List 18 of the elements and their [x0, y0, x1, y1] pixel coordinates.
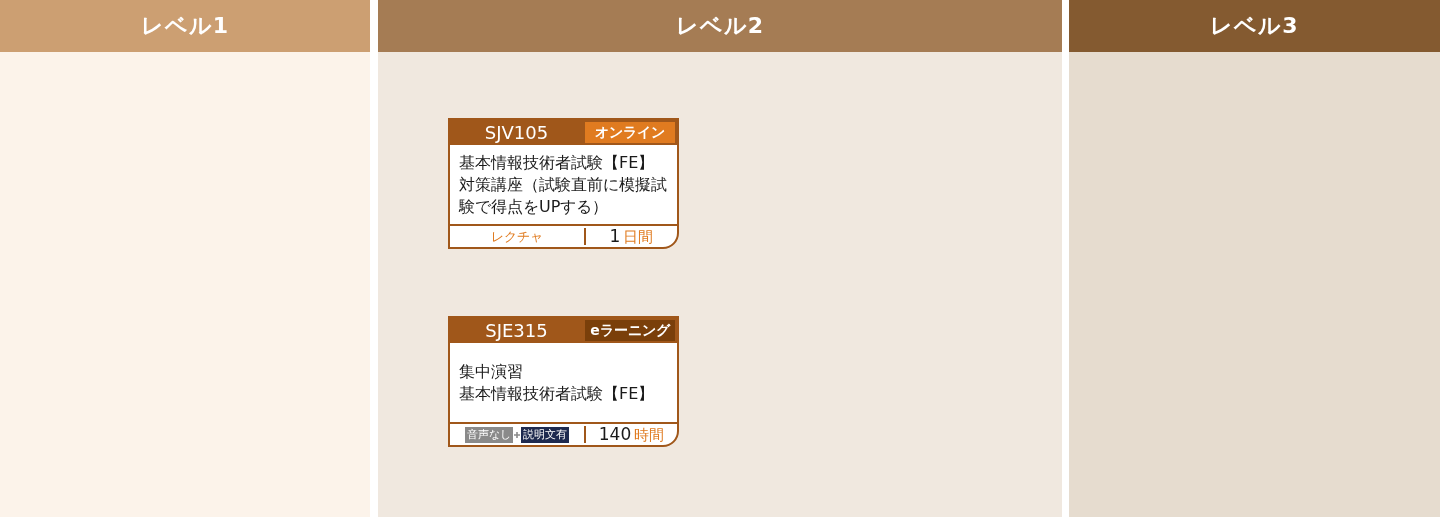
level-column [0, 0, 370, 517]
level-column [1069, 0, 1440, 517]
course-format: レクチャ [491, 227, 543, 246]
level-header: レベル2 [378, 0, 1062, 52]
caption-tag: 説明文有 [521, 426, 569, 443]
course-card [448, 118, 679, 249]
level-column [378, 0, 1062, 517]
course-title: 基本情報技術者試験【FE】対策講座（試験直前に模擬試験で得点をUPする） [459, 151, 668, 218]
level-header: レベル1 [0, 0, 370, 52]
audio-tag: 音声なし [465, 426, 513, 443]
course-title: 集中演習 [459, 360, 524, 383]
course-code: SJE315 [450, 318, 583, 343]
course-card [448, 316, 679, 447]
course-title: 基本情報技術者試験【FE】 [459, 382, 656, 405]
course-code: SJV105 [450, 120, 583, 145]
delivery-tag: オンライン [583, 120, 677, 145]
delivery-tag: eラーニング [583, 318, 677, 343]
level-header: レベル3 [1069, 0, 1440, 52]
